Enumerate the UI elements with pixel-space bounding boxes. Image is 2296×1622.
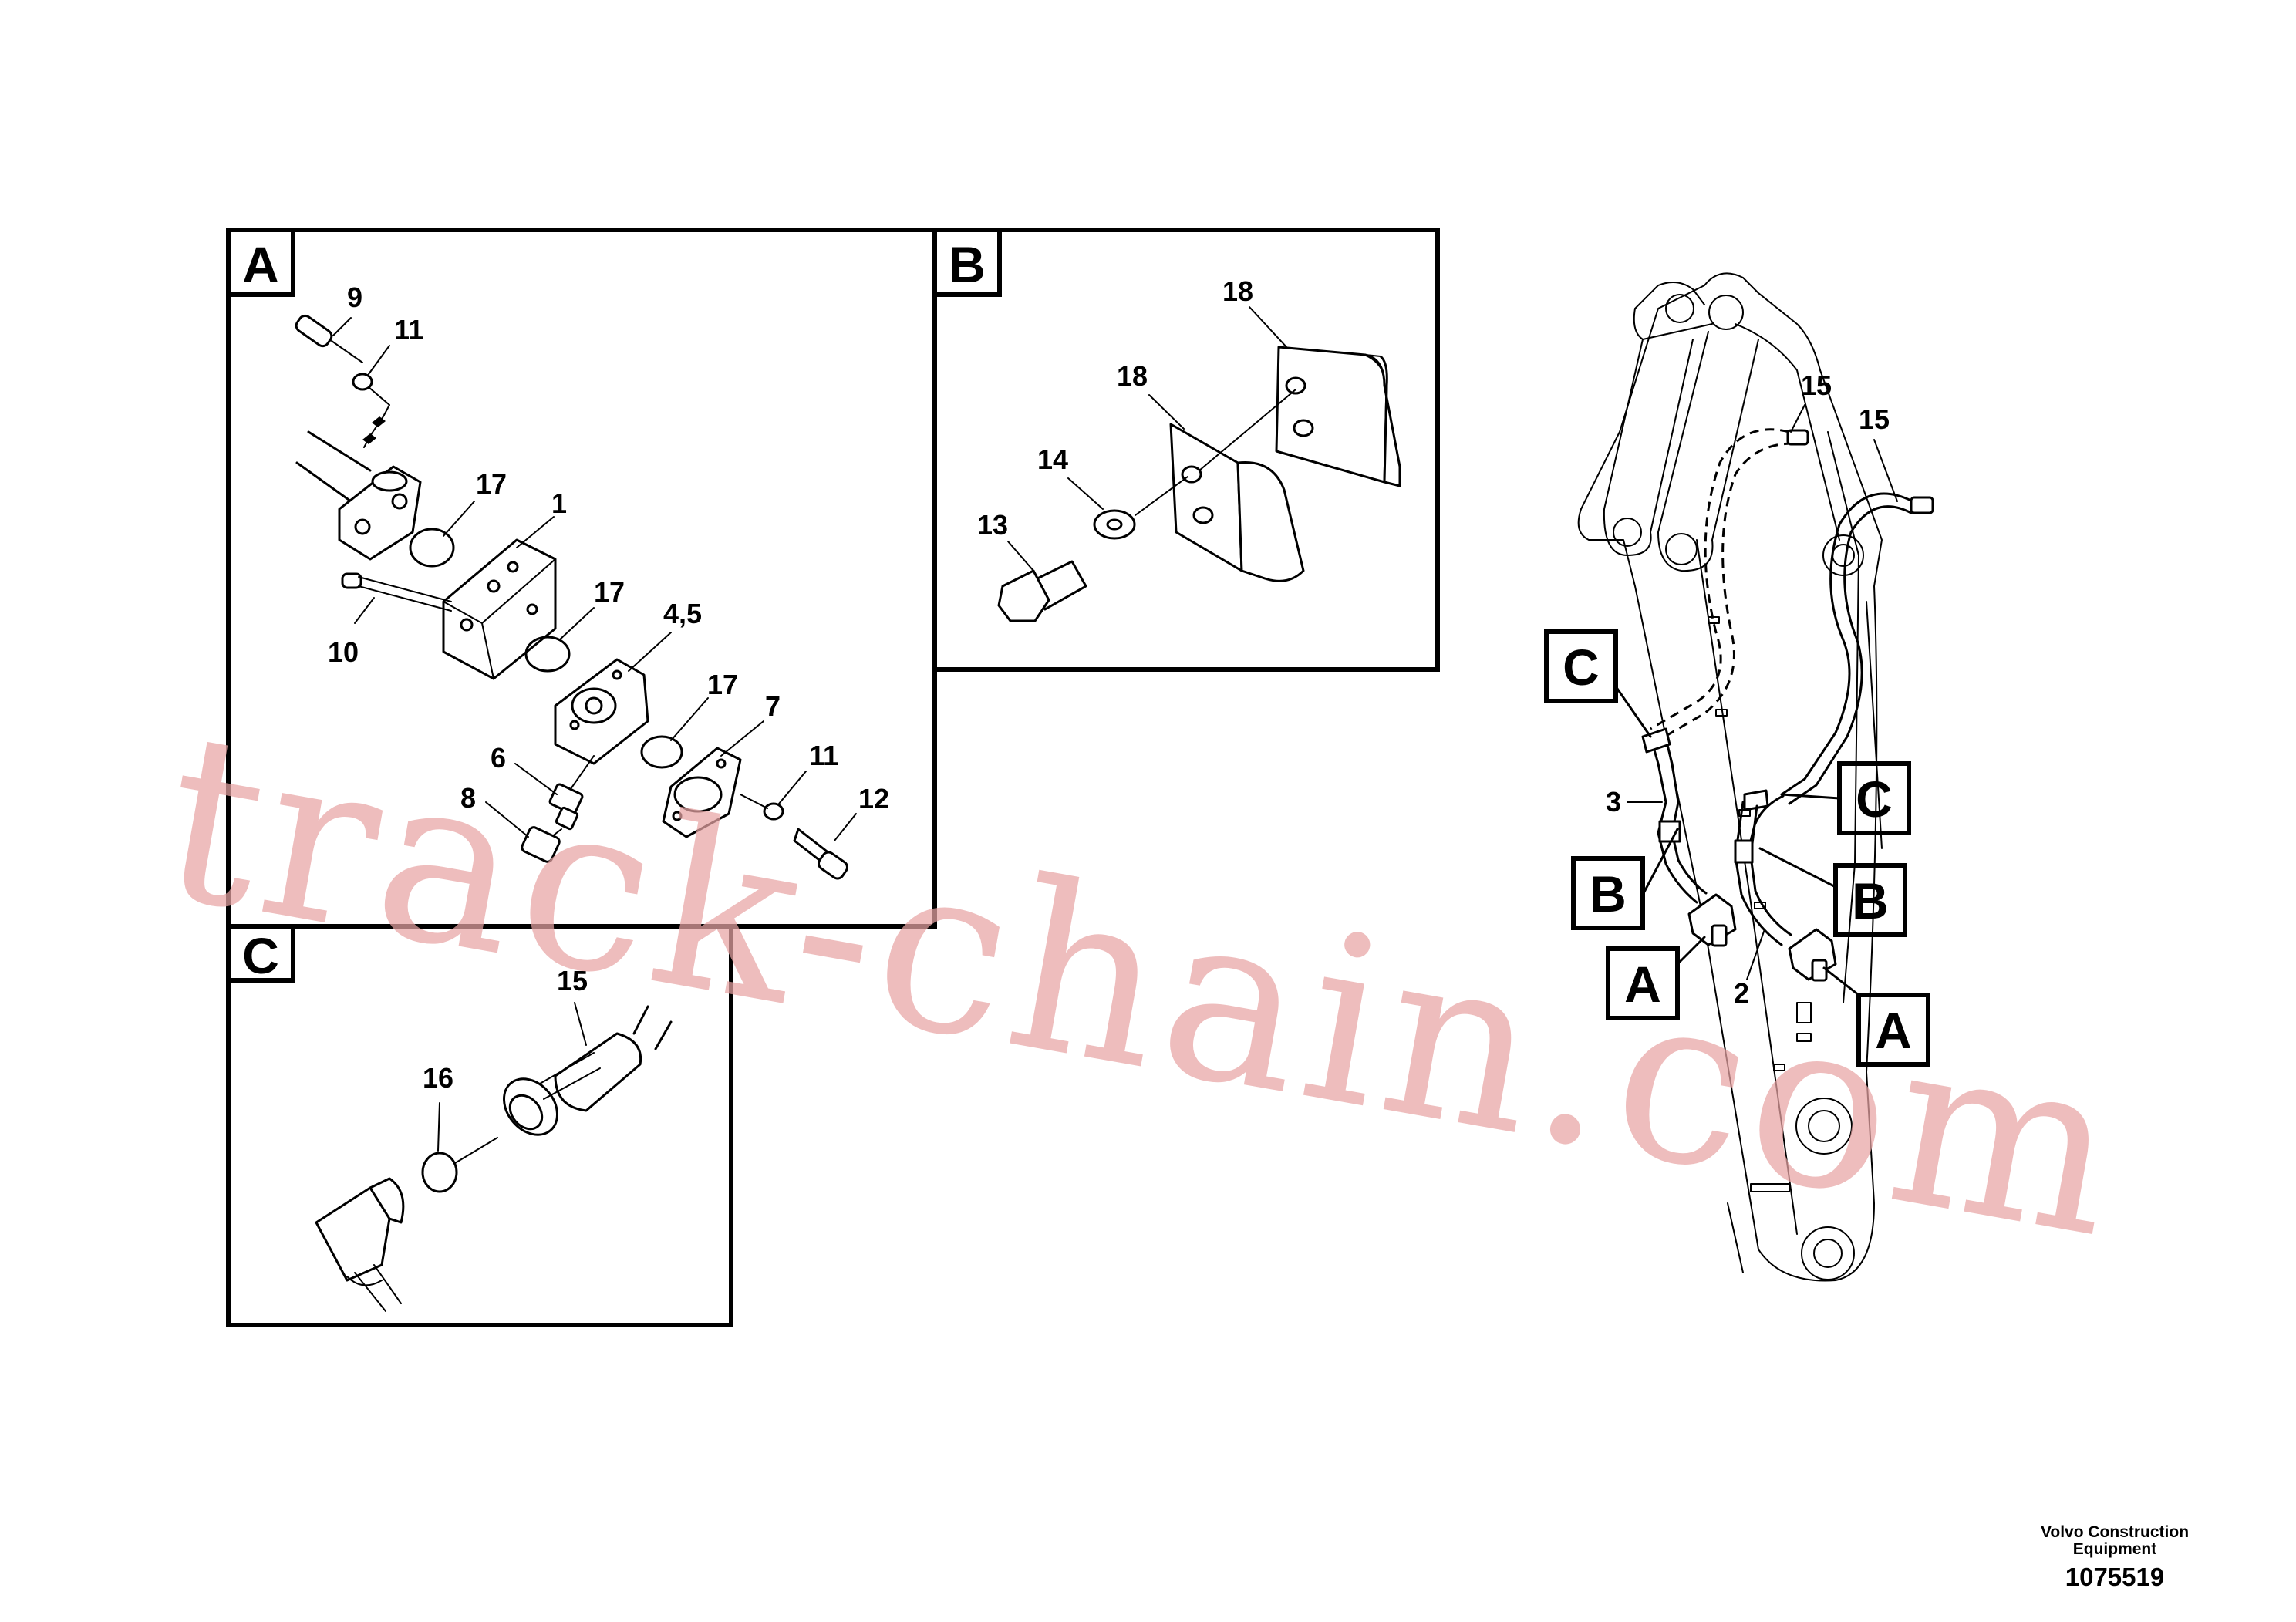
clamp-18-front-drawing (1169, 423, 1305, 582)
callout-a-left-letter: A (1624, 956, 1661, 1013)
elbow-fitting-drawing (315, 1137, 498, 1312)
panel-b-letter: B (949, 236, 986, 293)
label-18-mid: 18 (1117, 360, 1148, 392)
callout-c-left: C (1544, 629, 1618, 703)
o-ring-17-low-drawing (640, 735, 683, 769)
label-3: 3 (1606, 786, 1621, 818)
fitting-6-cap-8-drawing (521, 755, 595, 863)
label-13: 13 (977, 509, 1008, 541)
panel-a-leaders (332, 317, 857, 841)
label-4-5: 4,5 (663, 598, 702, 629)
label-1: 1 (551, 487, 567, 519)
washer-11-top-drawing (352, 373, 390, 448)
flange-45-drawing (554, 658, 649, 765)
block-1-drawing (442, 538, 557, 680)
callout-a-right: A (1856, 993, 1930, 1067)
callout-c-right: C (1837, 761, 1911, 835)
panel-c-leaders (437, 1002, 587, 1152)
panel-c-letter: C (242, 927, 279, 984)
label-11-low: 11 (809, 740, 838, 771)
o-ring-17-mid-drawing (524, 636, 571, 673)
label-15-detail: 15 (557, 965, 588, 996)
label-8: 8 (460, 782, 476, 814)
bolt-10-drawing (341, 572, 452, 612)
label-17-top: 17 (476, 468, 507, 500)
label-9: 9 (347, 282, 362, 313)
washer-14-bolt-13-drawing (997, 389, 1296, 622)
callout-c-left-letter: C (1563, 639, 1600, 696)
callout-b-left: B (1571, 856, 1645, 930)
detail-panel-b: B (932, 228, 1440, 672)
hose-flange-drawing (295, 430, 422, 561)
callout-b-right-letter: B (1852, 872, 1889, 929)
label-11-top: 11 (394, 314, 423, 346)
callout-a-right-letter: A (1875, 1002, 1912, 1059)
label-16: 16 (423, 1062, 453, 1094)
footer-company-line2: Equipment (2072, 1540, 2157, 1558)
panel-a-letter: A (242, 236, 279, 293)
label-6: 6 (491, 742, 506, 774)
boom-assembly-drawing (1577, 272, 1934, 1282)
label-15-main-left: 15 (1801, 369, 1832, 401)
label-2: 2 (1734, 977, 1749, 1009)
label-14: 14 (1037, 443, 1068, 475)
washer-bolt-low-drawing (740, 794, 848, 880)
label-17-mid: 17 (594, 576, 625, 608)
footer-company-line1: Volvo Construction (2040, 1523, 2190, 1541)
detail-panel-c: C 15 16 (226, 924, 733, 1327)
hose-end-15-drawing (503, 1005, 673, 1136)
o-ring-16-drawing (421, 1152, 458, 1193)
o-ring-17-top-drawing (409, 528, 455, 568)
footer-doc-number: 1075519 (2065, 1563, 2165, 1591)
panel-b-leaders (1007, 306, 1289, 572)
callout-b-left-letter: B (1590, 865, 1627, 922)
callout-c-right-letter: C (1856, 771, 1893, 828)
label-15-main-right: 15 (1859, 403, 1890, 435)
flange-7-drawing (662, 747, 742, 838)
footer-company: Volvo Construction Equipment (2030, 1524, 2200, 1558)
label-12: 12 (858, 783, 889, 814)
bolt-9-drawing (295, 314, 363, 363)
callout-a-left: A (1606, 946, 1680, 1020)
label-7: 7 (765, 690, 781, 722)
detail-panel-a: A (226, 228, 937, 929)
label-10: 10 (328, 636, 359, 668)
label-17-low: 17 (707, 669, 738, 700)
watermark-text: track-chain.com (146, 681, 2142, 1290)
label-18-top: 18 (1222, 275, 1253, 307)
callout-b-right: B (1833, 863, 1907, 937)
clamp-18-back-drawing (1275, 346, 1401, 487)
